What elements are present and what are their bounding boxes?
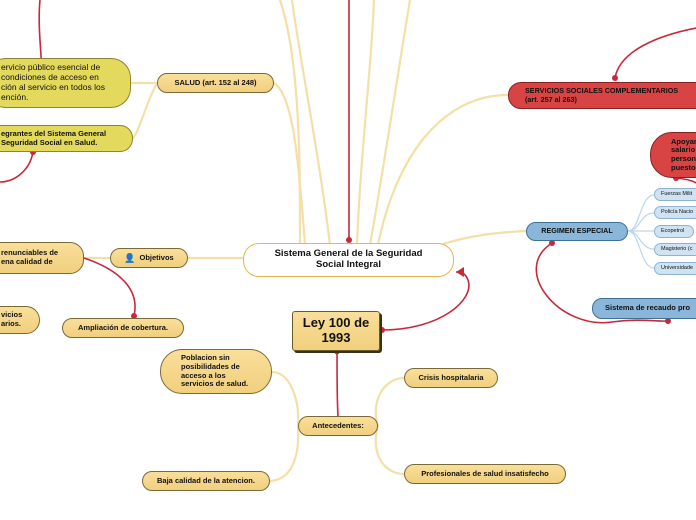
regimen-item-magisterio[interactable]: Magisterio (c (654, 243, 696, 256)
link-central-top-4 (368, 0, 412, 247)
integrantes-line-1: egrantes del Sistema General (1, 128, 107, 138)
salud-label: SALUD (art. 152 al 248) (174, 77, 257, 87)
objetivos-servicios-line-2: arios. (1, 319, 22, 328)
link-integrantes-left (0, 151, 34, 183)
regimen-item-label: Fuerzas Milit (661, 191, 693, 198)
crisis-label: Crisis hospitalaria (418, 372, 484, 382)
link-regimen-tree (627, 194, 655, 269)
objetivos-left-node[interactable]: renunciables de ena calidad de (0, 242, 84, 274)
link-central-top-1 (278, 0, 302, 247)
recaudo-label: Sistema de recaudo pro (605, 303, 691, 313)
link-antecedentes-crisis (374, 376, 406, 428)
central-node-title: Sistema General de la Seguridad Social I… (274, 248, 423, 270)
regimen-item-fuerzas[interactable]: Fuerzas Milit (654, 188, 696, 201)
link-antecedentes-prof (374, 424, 406, 476)
poblacion-node[interactable]: Poblacion sin posibilidades de acceso a … (160, 349, 272, 394)
apoyo-line-3: person (671, 154, 696, 163)
dot-servicios (612, 75, 618, 81)
regimen-label: REGIMEN ESPECIAL (541, 226, 613, 236)
link-servicios-top (614, 27, 696, 79)
profesionales-node[interactable]: Profesionales de salud insatisfecho (404, 464, 566, 484)
apoyo-line-4: puesto (671, 162, 696, 172)
law-title: Ley 100 de 1993 (302, 315, 370, 345)
regimen-item-label: Universidade (661, 265, 694, 272)
integrantes-line-2: Seguridad Social en Salud. (1, 137, 98, 147)
baja-calidad-label: Baja calidad de la atencion. (157, 475, 255, 485)
crisis-node[interactable]: Crisis hospitalaria (404, 368, 498, 388)
central-node[interactable]: Sistema General de la Seguridad Social I… (243, 243, 454, 277)
servicios-sociales-node[interactable]: SERVICIOS SOCIALES COMPLEMENTARIOS (art.… (508, 82, 696, 109)
objetivos-label: Objetivos (139, 252, 174, 262)
recaudo-node[interactable]: Sistema de recaudo pro (592, 298, 696, 319)
link-central-salud (272, 81, 307, 247)
regimen-item-ecopetrol[interactable]: Ecopetrol (654, 225, 694, 238)
person-icon: 👤 (124, 252, 136, 263)
objetivos-left-line-1: renunciables de (1, 248, 59, 258)
objetivos-servicios-line-1: vicios (1, 310, 23, 320)
regimen-item-label: Magisterio (c (661, 246, 693, 253)
baja-calidad-node[interactable]: Baja calidad de la atencion. (142, 471, 270, 491)
regimen-item-label: Ecopetrol (661, 228, 685, 235)
link-central-servicios (376, 93, 510, 247)
arrow-central (456, 267, 464, 277)
servicios-line-1: SERVICIOS SOCIALES COMPLEMENTARIOS (525, 86, 679, 96)
salud-description-node[interactable]: ervicio público esencial de condiciones … (0, 58, 131, 108)
dot-recaudo (665, 318, 671, 324)
regimen-item-universidades[interactable]: Universidade (654, 262, 696, 275)
link-regimen-recaudo (535, 242, 669, 324)
salud-node[interactable]: SALUD (art. 152 al 248) (157, 73, 274, 93)
dot-central-top (346, 237, 352, 243)
dot-law (379, 327, 385, 333)
poblacion-line-1: Poblacion sin (181, 353, 230, 363)
salud-desc-line-1: ervicio público esencial de (1, 62, 101, 73)
dot-regimen (549, 240, 555, 246)
ampliacion-label: Ampliación de cobertura. (77, 322, 169, 332)
regimen-item-policia[interactable]: Policía Nacio (654, 206, 696, 219)
link-salud-integrantes (131, 81, 159, 140)
antecedentes-label: Antecedentes: (312, 420, 364, 430)
poblacion-line-2: posibilidades de (181, 361, 240, 371)
apoyo-node[interactable]: Apoyar salario person puesto (650, 132, 696, 178)
dot-ampliacion (131, 313, 137, 319)
regimen-item-label: Policía Nacio (661, 209, 694, 216)
apoyo-line-1: Apoyar (671, 136, 696, 146)
link-central-regimen (438, 229, 528, 247)
regimen-especial-node[interactable]: REGIMEN ESPECIAL (526, 222, 628, 241)
poblacion-line-4: servicios de salud. (181, 379, 249, 389)
link-apoyo (675, 177, 696, 200)
salud-desc-line-3: ción al servicio en todos los (1, 82, 105, 92)
link-law-antecedentes (336, 349, 339, 417)
objetivos-node[interactable]: 👤 Objetivos (110, 248, 188, 268)
objetivos-left-line-2: ena calidad de (1, 257, 53, 266)
integrantes-node[interactable]: egrantes del Sistema General Seguridad S… (0, 125, 133, 152)
salud-desc-line-2: condiciones de acceso en (1, 72, 99, 83)
apoyo-line-2: salario (671, 145, 696, 155)
link-antecedentes-poblacion (270, 370, 300, 428)
ampliacion-node[interactable]: Ampliación de cobertura. (62, 318, 184, 338)
link-central-top-3 (355, 0, 376, 247)
antecedentes-node[interactable]: Antecedentes: (298, 416, 378, 436)
servicios-line-2: (art. 257 al 263) (525, 94, 577, 104)
profesionales-label: Profesionales de salud insatisfecho (421, 468, 549, 478)
objetivos-servicios-node[interactable]: vicios arios. (0, 306, 40, 334)
link-central-top-2 (290, 0, 332, 247)
salud-desc-line-4: ención. (1, 91, 29, 102)
law-node[interactable]: Ley 100 de 1993 (292, 311, 380, 351)
link-antecedentes-baja (268, 424, 300, 483)
link-law-central (381, 271, 470, 331)
poblacion-line-3: acceso a los (181, 370, 226, 380)
link-objetivos-ampliacion (83, 257, 136, 317)
